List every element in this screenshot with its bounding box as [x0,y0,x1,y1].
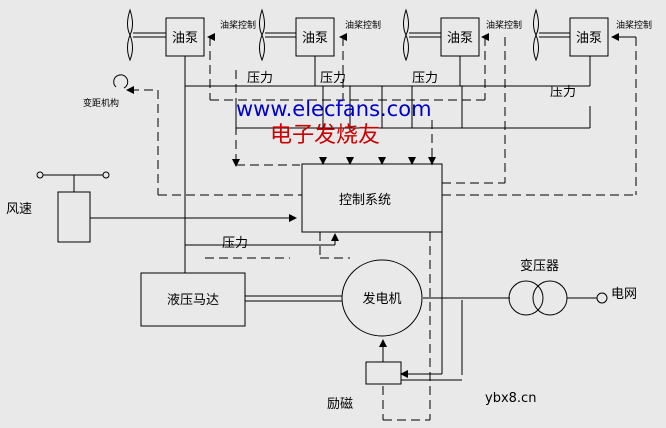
turbine-blades-3 [403,8,409,62]
control-system-box [301,163,443,233]
transformer-label: 变压器 [520,258,559,274]
pitch-mechanism-icon [113,74,129,89]
control-arrowheads [126,33,636,167]
wind-speed-label: 风速 [6,202,32,217]
control-signal-lines [130,37,637,421]
pitch-control-label-2: 油桨控制 [345,19,381,31]
pressure-label-4: 压力 [550,85,576,100]
generator-label: 发电机 [362,291,401,307]
corner-watermark: ybx8.cn [485,391,536,406]
transformer-coil-right [532,280,568,316]
pump-box-4 [569,17,609,57]
pump-label-2: 油泵 [302,31,328,46]
turbine-blades-1 [127,8,133,62]
transformer-coil-left [508,280,544,316]
pitch-control-label-3: 油桨控制 [486,19,522,31]
hydraulic-motor-box [140,272,246,327]
pump-label-4: 油泵 [576,31,602,46]
hydraulic-motor-label: 液压马达 [167,293,219,308]
pressure-label-2: 压力 [320,71,346,86]
pitch-control-label-4: 油桨控制 [616,19,652,31]
pitch-mechanism-label: 变距机构 [83,97,119,109]
turbine-shafts [133,32,570,38]
anemometer-icon [36,171,110,243]
pump-label-3: 油泵 [447,31,473,46]
turbine-blades-2 [259,8,265,62]
excitation-label: 励磁 [327,397,353,412]
pressure-label-1: 压力 [247,71,273,86]
excitation-box [365,361,402,385]
control-system-label: 控制系统 [339,193,391,208]
motor-generator-shaft [245,295,342,302]
pressure-label-3: 压力 [412,71,438,86]
turbine-blades-4 [533,8,539,62]
grid-terminal-icon [596,292,608,304]
hydraulic-lines [90,56,597,381]
pressure-label-5: 压力 [222,236,248,251]
watermark-text: 电子发烧友 [270,123,380,148]
pump-label-1: 油泵 [172,31,198,46]
grid-label: 电网 [611,287,637,302]
watermark-url: www.elecfans.com [236,97,432,121]
pitch-control-label-1: 油桨控制 [220,19,256,31]
generator-circle [341,259,423,337]
